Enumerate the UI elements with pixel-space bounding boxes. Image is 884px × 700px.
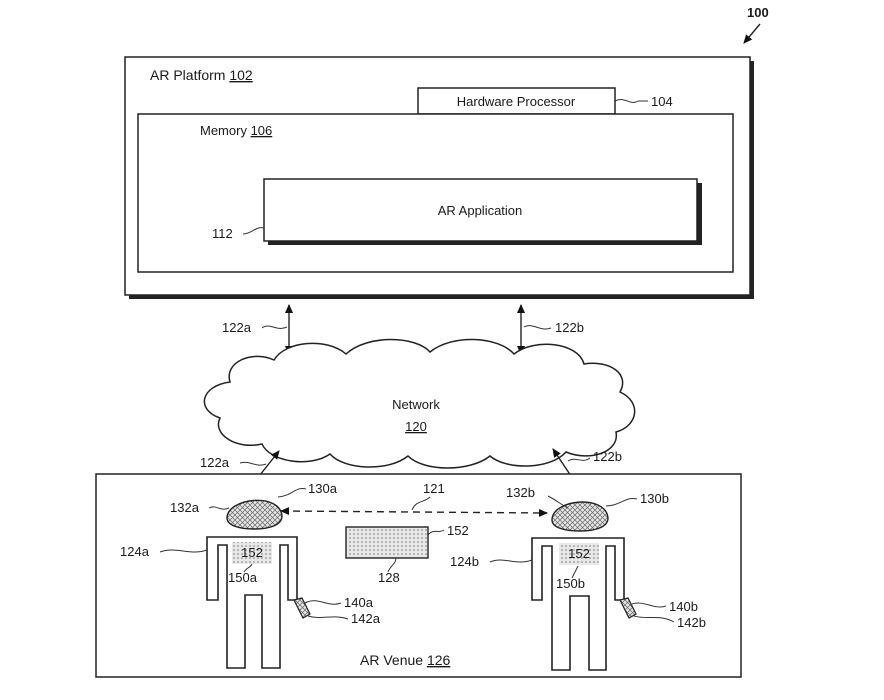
right-user-figure: 152 [531, 501, 637, 671]
system-ref-label: 100 [747, 5, 769, 20]
left-user-device [293, 597, 311, 619]
processor-ref-label: 104 [651, 94, 673, 109]
right-user-headset-label: 130b [640, 491, 669, 506]
right-user-shirt-ref-leader [571, 565, 579, 579]
network-label: Network [392, 397, 440, 412]
right-user-device [619, 597, 637, 619]
application-ref-label: 112 [212, 226, 233, 241]
right-user-body-label: 124b [450, 554, 479, 569]
left-user-sensor-label: 132a [170, 500, 200, 515]
left-user-figure: 152 [206, 499, 311, 669]
display-ref-label: 152 [447, 523, 469, 538]
network-cloud [203, 338, 636, 469]
left-user-shirt [232, 542, 272, 564]
left-user-device-label: 140a [344, 595, 374, 610]
link-122a-upper-leader [261, 325, 288, 329]
left-user-body [206, 536, 298, 669]
hardware-processor-box [417, 87, 616, 115]
left-user-shirt-ref-label: 150a [228, 570, 258, 585]
link-122b-lower-label: 122b [593, 449, 622, 464]
left-user-device-ref-leader [307, 615, 349, 620]
application-ref-leader [242, 227, 265, 235]
right-user-device-label: 140b [669, 599, 698, 614]
system-ref-arrow [743, 23, 761, 44]
ar-application-label: AR Application [438, 203, 523, 218]
right-user-sensor-label: 132b [506, 485, 535, 500]
right-user-headset [551, 501, 609, 532]
memory-label: Memory 106 [200, 123, 272, 138]
left-user-headset-label: 130a [308, 481, 338, 496]
ar-platform-label: AR Platform 102 [150, 67, 253, 83]
display-ref-leader [427, 529, 445, 536]
peer-link-label: 121 [423, 481, 445, 496]
ar-display-screen [345, 526, 429, 559]
display-tag-leader [387, 557, 397, 573]
right-user-shirt-label: 152 [568, 546, 590, 561]
left-user-shirt-label: 152 [241, 545, 263, 560]
left-user-device-leader [304, 600, 342, 605]
left-user-sensor-leader [208, 506, 230, 510]
ar-application-box [263, 178, 698, 242]
right-user-sensor-leader [547, 495, 569, 509]
link-122b-upper-leader [523, 325, 552, 330]
right-user-device-ref-label: 142b [677, 615, 706, 630]
right-user-shirt [559, 543, 599, 565]
right-user-shirt-ref-label: 150b [556, 576, 585, 591]
ar-venue-label: AR Venue 126 [360, 652, 451, 668]
peer-link-leader [411, 496, 431, 511]
left-user-device-ref-label: 142a [351, 611, 381, 626]
network-ref-label: 120 [405, 419, 427, 434]
link-122a-lower-label: 122a [200, 455, 230, 470]
left-user-shirt-ref-leader [243, 563, 253, 573]
right-user-body-leader [489, 559, 533, 563]
hardware-processor-label: Hardware Processor [457, 94, 576, 109]
link-122b-lower-leader [567, 457, 591, 462]
left-user-body-leader [159, 549, 208, 553]
link-122a-lower-leader [239, 461, 267, 466]
left-user-headset-leader [277, 487, 307, 498]
display-tag-label: 128 [378, 570, 400, 585]
left-user-body-label: 124a [120, 544, 150, 559]
left-user-headset [226, 499, 283, 530]
peer-link-121 [280, 507, 548, 517]
right-user-body [531, 537, 625, 671]
right-user-device-leader [631, 602, 667, 608]
right-user-device-ref-leader [633, 615, 675, 623]
right-user-headset-leader [605, 497, 638, 507]
processor-ref-leader [614, 99, 648, 103]
link-122b-upper-label: 122b [555, 320, 584, 335]
link-122a-upper-label: 122a [222, 320, 252, 335]
